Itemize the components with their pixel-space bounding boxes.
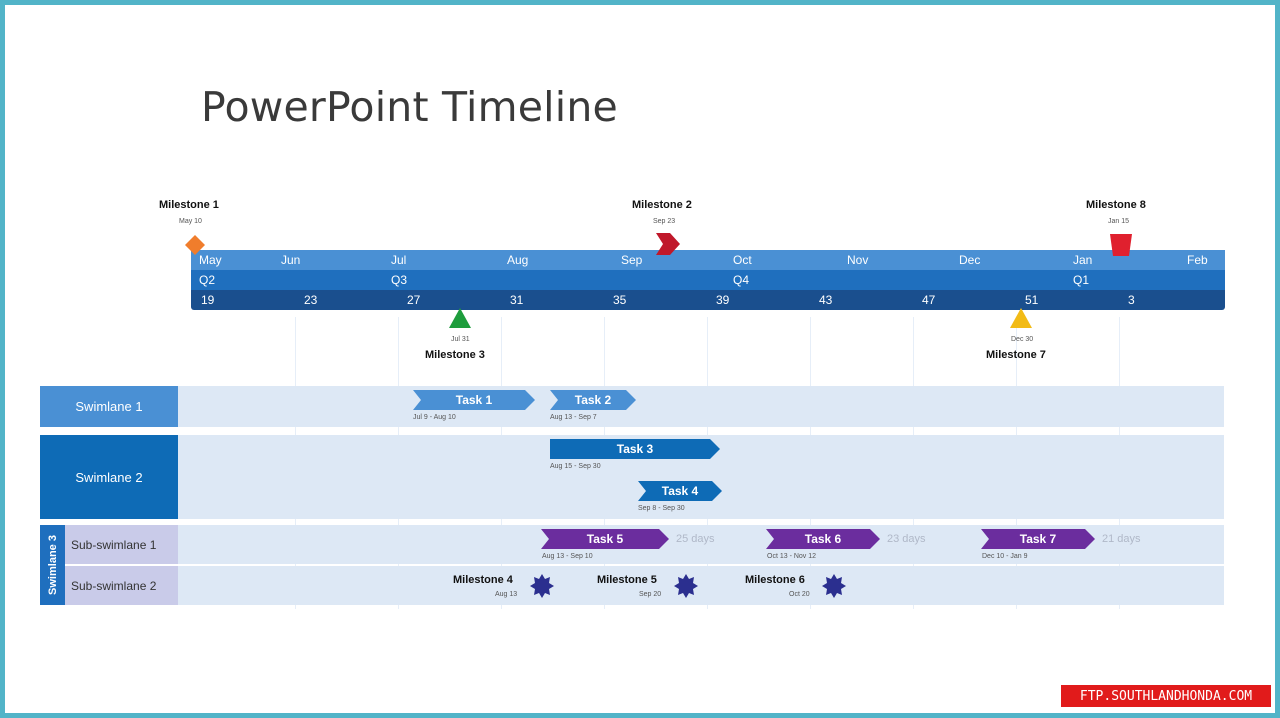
- task-7-label: Task 7: [1019, 532, 1057, 546]
- task-6-bar[interactable]: Task 6: [766, 529, 880, 549]
- task-5-label: Task 5: [586, 532, 624, 546]
- task-4-label: Task 4: [661, 484, 699, 498]
- month-label: Sep: [621, 253, 643, 267]
- milestone-1-date: May 10: [179, 218, 202, 225]
- task-3-label: Task 3: [616, 442, 654, 456]
- milestone-2-label: Milestone 2: [632, 199, 692, 211]
- task-7-duration: 21 days: [1102, 533, 1141, 545]
- month-label: Dec: [959, 253, 981, 267]
- week-label: 27: [407, 293, 421, 307]
- milestone-3-label: Milestone 3: [425, 349, 485, 361]
- swimlane-1-label: Swimlane 1: [75, 399, 143, 414]
- month-label: Feb: [1187, 253, 1208, 267]
- week-label: 43: [819, 293, 833, 307]
- week-label: 19: [201, 293, 215, 307]
- task-2-label: Task 2: [574, 393, 612, 407]
- navy-star-icon: [530, 574, 554, 598]
- milestone-7-date: Dec 30: [1011, 336, 1034, 343]
- milestone-6-date: Oct 20: [789, 591, 810, 598]
- task-1-bar[interactable]: Task 1: [413, 390, 535, 410]
- sub-swimlane-1-header: Sub-swimlane 1: [65, 525, 178, 564]
- milestone-5-date: Sep 20: [639, 591, 662, 598]
- swimlane-3-header: Swimlane 3: [40, 525, 65, 605]
- week-label: 23: [304, 293, 318, 307]
- task-5-duration: 25 days: [676, 533, 715, 545]
- task-2-date: Aug 13 - Sep 7: [550, 414, 597, 421]
- milestone-7-label: Milestone 7: [986, 349, 1046, 361]
- sub-swimlane-2-label: Sub-swimlane 2: [71, 578, 157, 593]
- quarter-label: Q3: [391, 273, 408, 287]
- task-5-date: Aug 13 - Sep 10: [542, 553, 593, 560]
- task-6-date: Oct 13 - Nov 12: [767, 553, 817, 560]
- week-label: 35: [613, 293, 627, 307]
- month-label: Oct: [733, 253, 752, 267]
- week-bar: 19 23 27 31 35 39 43 47 51 3: [191, 290, 1225, 310]
- task-3-date: Aug 15 - Sep 30: [550, 463, 601, 470]
- sub-swimlane-2-header: Sub-swimlane 2: [65, 566, 178, 605]
- red-chevron-icon: [656, 233, 680, 255]
- swimlane-2-label: Swimlane 2: [75, 469, 143, 485]
- month-label: Nov: [847, 253, 869, 267]
- page-title: PowerPoint Timeline: [201, 83, 618, 131]
- task-5-bar[interactable]: Task 5: [541, 529, 669, 549]
- task-4-bar[interactable]: Task 4: [638, 481, 722, 501]
- month-bar: May Jun Jul Aug Sep Oct Nov Dec Jan Feb: [191, 250, 1225, 270]
- task-3-bar[interactable]: Task 3: [550, 439, 720, 459]
- yellow-triangle-icon: [1010, 308, 1032, 328]
- quarter-label: Q1: [1073, 273, 1090, 287]
- week-label: 31: [510, 293, 524, 307]
- month-label: Jun: [281, 253, 301, 267]
- milestone-3-date: Jul 31: [451, 336, 470, 343]
- month-label: Aug: [507, 253, 529, 267]
- week-label: 39: [716, 293, 730, 307]
- red-cup-icon: [1110, 234, 1132, 256]
- task-6-duration: 23 days: [887, 533, 926, 545]
- milestone-1-label: Milestone 1: [159, 199, 219, 211]
- swimlane-3-label: Swimlane 3: [46, 535, 59, 595]
- task-6-label: Task 6: [804, 532, 842, 546]
- task-1-date: Jul 9 - Aug 10: [413, 414, 456, 421]
- task-1-label: Task 1: [455, 393, 493, 407]
- task-2-bar[interactable]: Task 2: [550, 390, 636, 410]
- milestone-5-label: Milestone 5: [597, 574, 657, 586]
- task-4-date: Sep 8 - Sep 30: [638, 505, 685, 512]
- milestone-8-date: Jan 15: [1108, 218, 1130, 225]
- quarter-label: Q4: [733, 273, 750, 287]
- sub-swimlane-2-row: [178, 566, 1224, 605]
- watermark-banner: FTP.SOUTHLANDHONDA.COM: [1061, 685, 1271, 707]
- swimlane-1-header: Swimlane 1: [40, 386, 178, 427]
- green-triangle-icon: [449, 308, 471, 328]
- navy-star-icon: [674, 574, 698, 598]
- milestone-2-date: Sep 23: [653, 218, 676, 225]
- navy-star-icon: [822, 574, 846, 598]
- quarter-label: Q2: [199, 273, 216, 287]
- slide: PowerPoint Timeline May Jun Jul Aug Sep …: [5, 5, 1275, 713]
- milestone-6-label: Milestone 6: [745, 574, 805, 586]
- task-7-bar[interactable]: Task 7: [981, 529, 1095, 549]
- swimlane-2-header: Swimlane 2: [40, 435, 178, 519]
- swimlane-1-row: [178, 386, 1224, 427]
- milestone-4-label: Milestone 4: [453, 574, 513, 586]
- watermark-text: FTP.SOUTHLANDHONDA.COM: [1079, 688, 1253, 704]
- week-label: 3: [1128, 293, 1135, 307]
- week-label: 47: [922, 293, 936, 307]
- milestone-4-date: Aug 13: [495, 591, 518, 598]
- week-label: 51: [1025, 293, 1039, 307]
- month-label: Jan: [1073, 253, 1093, 267]
- sub-swimlane-1-label: Sub-swimlane 1: [71, 537, 157, 552]
- task-7-date: Dec 10 - Jan 9: [982, 553, 1028, 560]
- milestone-8-label: Milestone 8: [1086, 199, 1146, 211]
- quarter-bar: Q2 Q3 Q4 Q1: [191, 270, 1225, 290]
- orange-diamond-icon: [185, 235, 205, 255]
- month-label: May: [199, 253, 222, 267]
- month-label: Jul: [391, 253, 407, 267]
